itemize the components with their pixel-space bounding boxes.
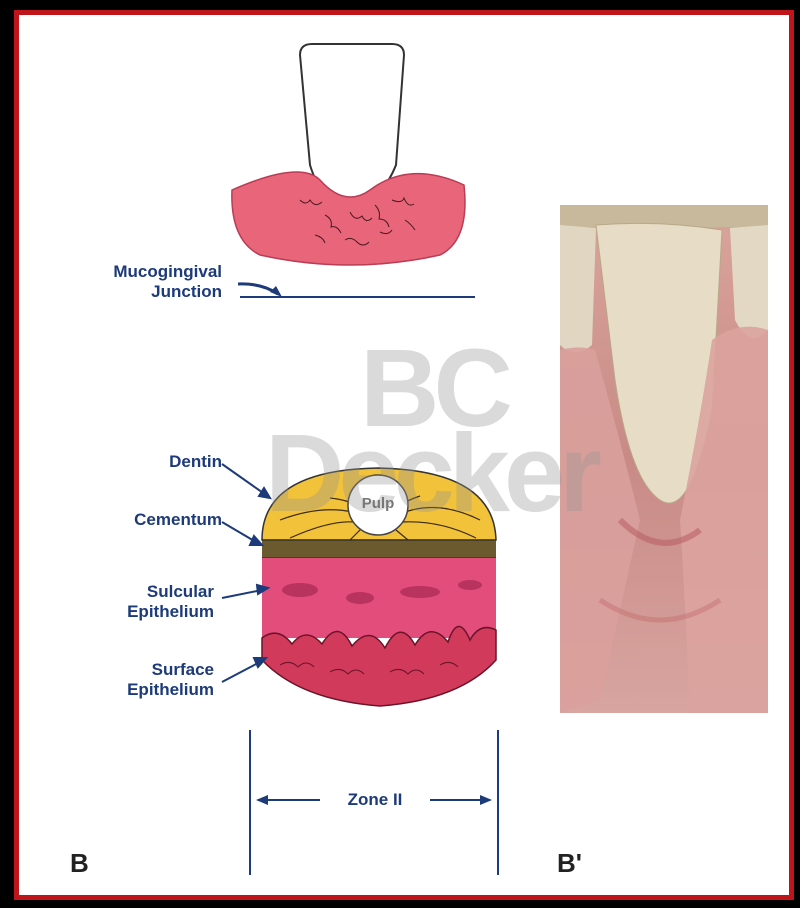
panel-label-b-prime: B' bbox=[557, 848, 582, 879]
sulcular-epithelium bbox=[262, 558, 496, 638]
photo-tooth-right bbox=[730, 225, 768, 338]
panel-label-b: B bbox=[70, 848, 89, 879]
dentin-label: Dentin bbox=[80, 452, 222, 472]
mucogingival-line2: Junction bbox=[80, 282, 222, 302]
cementum-band bbox=[262, 540, 496, 558]
zone-label: Zone II bbox=[320, 790, 430, 810]
cementum-label: Cementum bbox=[80, 510, 222, 530]
surface-line2: Epithelium bbox=[80, 680, 214, 700]
watermark-line2: Decker bbox=[265, 410, 596, 537]
mucogingival-line1: Mucogingival bbox=[80, 262, 222, 282]
surface-label: Surface Epithelium bbox=[80, 660, 214, 700]
pulp-label: Pulp bbox=[352, 494, 404, 514]
surface-line1: Surface bbox=[80, 660, 214, 680]
sulcular-line1: Sulcular bbox=[80, 582, 214, 602]
photo-tooth-left bbox=[560, 225, 596, 353]
mucogingival-label: Mucogingival Junction bbox=[80, 262, 222, 302]
sulcular-label: Sulcular Epithelium bbox=[80, 582, 214, 622]
sulcular-line2: Epithelium bbox=[80, 602, 214, 622]
